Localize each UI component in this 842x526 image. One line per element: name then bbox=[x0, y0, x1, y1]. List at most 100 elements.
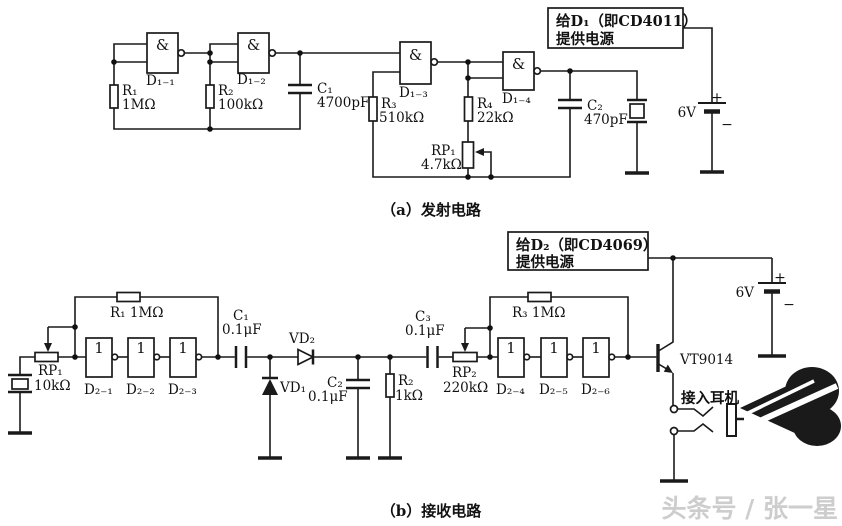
earphone-jack bbox=[669, 403, 744, 437]
nand-gate-d1-1 bbox=[146, 32, 186, 74]
label-c3-rx-value: 0.1μF bbox=[405, 323, 445, 339]
label-vt9014: VT9014 bbox=[679, 352, 733, 368]
resistor-r4-tx bbox=[463, 96, 474, 122]
resistor-r3-rx bbox=[527, 291, 552, 303]
battery-rx-plus-sign: + bbox=[774, 270, 786, 286]
labels-tx: & & & & D₁₋₁ D₁₋₂ D₁₋₃ D₁₋₄ R₁ 1MΩ R₂ 10… bbox=[122, 36, 733, 219]
label-vd2: VD₂ bbox=[288, 331, 315, 347]
junction-dots-rx bbox=[72, 255, 676, 360]
label-d1-1: D₁₋₁ bbox=[146, 73, 175, 89]
resistor-r2-tx bbox=[205, 84, 215, 109]
nand-symbol-3: & bbox=[409, 46, 422, 64]
label-rp2-rx-name: RP₂ bbox=[452, 365, 477, 381]
inv-symbol-1: 1 bbox=[94, 339, 104, 357]
ground-symbols-rx bbox=[8, 354, 786, 483]
label-r2-tx-value: 100kΩ bbox=[218, 97, 263, 113]
label-rp1-rx-name: RP₁ bbox=[38, 363, 63, 379]
earphone-illustration bbox=[740, 367, 841, 446]
label-r1-tx-value: 1MΩ bbox=[122, 97, 156, 113]
label-c1-tx-name: C₁ bbox=[317, 81, 333, 97]
label-d2-1: D₂₋₁ bbox=[84, 382, 113, 398]
power-note-box-tx: 给D₁（即CD4011） 提供电源 bbox=[547, 7, 697, 49]
battery-tx bbox=[698, 102, 726, 114]
label-r4-tx-name: R₄ bbox=[477, 96, 493, 112]
label-c1-rx-name: C₁ bbox=[233, 308, 249, 324]
power-note-tx-line2: 提供电源 bbox=[556, 30, 614, 48]
caption-receiver: （b）接收电路 bbox=[381, 502, 482, 520]
power-note-rx-line2: 提供电源 bbox=[516, 253, 574, 271]
resistor-r3-tx bbox=[368, 96, 378, 122]
label-r2-tx-name: R₂ bbox=[218, 83, 234, 99]
inv-symbol-2: 1 bbox=[136, 339, 146, 357]
nand-gate-d1-2 bbox=[237, 32, 277, 74]
transistor-vt9014 bbox=[656, 258, 674, 406]
diode-vd1 bbox=[262, 376, 278, 395]
inv-symbol-4: 1 bbox=[506, 339, 516, 357]
inv-symbol-3: 1 bbox=[178, 339, 188, 357]
inverter-gate-d2-1 bbox=[85, 337, 119, 378]
potentiometer-rp2-rx bbox=[452, 343, 478, 363]
inv-symbol-5: 1 bbox=[549, 339, 559, 357]
potentiometer-rp1-rx bbox=[34, 343, 59, 363]
inverter-gate-d2-3 bbox=[169, 337, 203, 378]
inverter-gate-d2-2 bbox=[127, 337, 161, 378]
label-vd1: VD₁ bbox=[279, 380, 306, 396]
label-rp1-tx-value: 4.7kΩ bbox=[421, 157, 462, 173]
label-c2-tx-value: 470pF bbox=[584, 112, 628, 128]
battery-rx-minus-sign: − bbox=[783, 297, 795, 313]
label-rp1-tx-name: RP₁ bbox=[431, 143, 456, 159]
label-rp1-rx-value: 10kΩ bbox=[34, 378, 71, 394]
label-jack: 接入耳机 bbox=[681, 389, 739, 407]
nand-gate-d1-3 bbox=[399, 41, 439, 85]
power-note-box-rx: 给D₂（即CD4069） 提供电源 bbox=[507, 231, 657, 271]
label-d1-3: D₁₋₃ bbox=[399, 85, 428, 101]
nand-gate-d1-4 bbox=[502, 51, 542, 91]
inverter-gate-d2-5 bbox=[540, 337, 574, 378]
capacitor-c2-tx bbox=[558, 98, 582, 110]
nand-symbol-2: & bbox=[247, 36, 260, 54]
transmitter-wires bbox=[113, 27, 713, 178]
capacitor-c2-rx bbox=[346, 378, 370, 390]
junction-dots-tx bbox=[111, 50, 573, 180]
label-c2-tx-name: C₂ bbox=[587, 98, 603, 114]
label-r1-tx-name: R₁ bbox=[122, 83, 138, 99]
ground-symbols-tx bbox=[625, 170, 724, 175]
potentiometer-rp1-tx bbox=[461, 141, 484, 169]
label-c2-rx-name: C₂ bbox=[327, 375, 343, 391]
labels-rx: R₁ 1MΩ R₃ 1MΩ RP₁ 10kΩ 1 1 1 1 1 1 D₂₋₁ … bbox=[34, 270, 838, 523]
watermark: 头条号 / 张一星 bbox=[661, 494, 838, 523]
ultrasonic-transducer-tx bbox=[627, 98, 647, 124]
label-c1-rx-value: 0.1μF bbox=[222, 322, 262, 338]
inverter-gate-d2-4 bbox=[497, 337, 531, 378]
label-r3-tx-name: R₃ bbox=[381, 96, 397, 112]
label-d1-2: D₁₋₂ bbox=[237, 72, 266, 88]
label-battery-rx-voltage: 6V bbox=[736, 285, 755, 301]
battery-tx-minus-sign: − bbox=[721, 117, 733, 133]
label-d2-6: D₂₋₆ bbox=[581, 382, 610, 398]
label-r3-rx: R₃ 1MΩ bbox=[512, 305, 565, 321]
capacitor-c1-rx bbox=[234, 346, 248, 368]
label-c3-rx-name: C₃ bbox=[415, 309, 431, 325]
power-note-tx-line1: 给D₁（即CD4011） bbox=[556, 12, 697, 30]
resistor-r1-tx bbox=[109, 84, 119, 109]
label-r4-tx-value: 22kΩ bbox=[477, 110, 514, 126]
label-battery-tx-voltage: 6V bbox=[678, 105, 697, 121]
battery-tx-plus-sign: + bbox=[711, 90, 723, 106]
label-rp2-rx-value: 220kΩ bbox=[443, 380, 488, 396]
label-d1-4: D₁₋₄ bbox=[502, 91, 531, 107]
label-r2-rx-value: 1kΩ bbox=[395, 388, 423, 404]
caption-transmitter: （a）发射电路 bbox=[381, 201, 482, 219]
nand-symbol-1: & bbox=[156, 36, 169, 54]
resistor-r1-rx bbox=[116, 291, 141, 303]
receiver-wires bbox=[19, 257, 773, 481]
ultrasonic-transducer-rx bbox=[8, 373, 32, 394]
battery-rx bbox=[758, 282, 786, 294]
label-d2-5: D₂₋₅ bbox=[539, 382, 568, 398]
label-r1-rx: R₁ 1MΩ bbox=[110, 305, 163, 321]
capacitor-c3-rx bbox=[426, 346, 439, 368]
label-r3-tx-value: 510kΩ bbox=[379, 110, 424, 126]
label-c1-tx-value: 4700pF bbox=[317, 95, 369, 111]
inverter-gate-d2-6 bbox=[582, 337, 616, 378]
